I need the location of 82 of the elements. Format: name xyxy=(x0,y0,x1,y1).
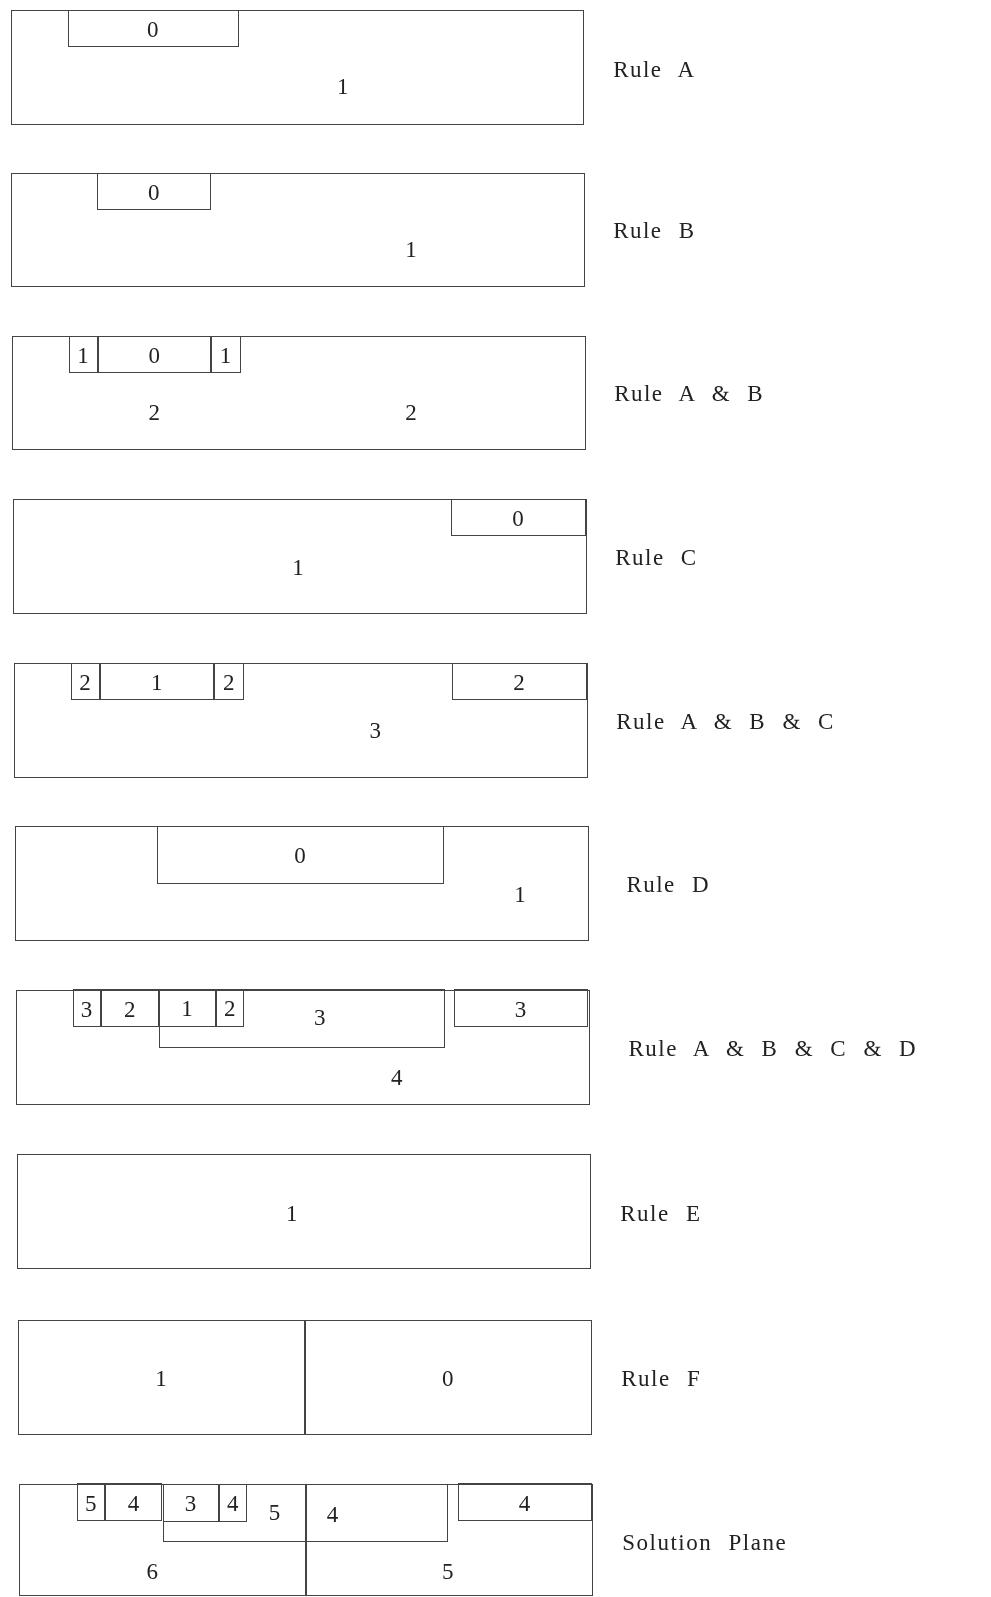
region-box xyxy=(15,826,589,942)
region-box xyxy=(18,1319,305,1436)
region-number: 1 xyxy=(77,343,89,367)
region-number: 2 xyxy=(223,996,236,1020)
region-box xyxy=(12,336,586,451)
rule-label: Rule D xyxy=(626,872,711,896)
region-box xyxy=(13,499,587,615)
region-box xyxy=(214,662,244,701)
region-box xyxy=(16,989,590,1106)
region-number: 1 xyxy=(405,237,417,261)
region-box xyxy=(100,662,215,701)
region-box xyxy=(159,989,445,1048)
region-box xyxy=(453,989,589,1028)
region-number: 2 xyxy=(513,670,525,694)
rule-label: Rule A xyxy=(613,57,696,81)
region-box xyxy=(157,825,444,884)
region-number: 1 xyxy=(514,882,526,906)
region-box xyxy=(98,335,212,374)
region-number: 3 xyxy=(514,997,527,1021)
region-box xyxy=(451,662,588,701)
region-number: 1 xyxy=(336,74,349,98)
region-box xyxy=(105,1483,163,1522)
region-box xyxy=(215,988,245,1027)
region-number: 5 xyxy=(84,1491,97,1515)
region-number: 2 xyxy=(79,670,91,694)
region-box xyxy=(11,10,584,126)
region-box xyxy=(72,989,102,1028)
region-number: 1 xyxy=(155,1366,167,1390)
region-box xyxy=(67,9,239,48)
region-box xyxy=(162,1483,449,1542)
region-box xyxy=(11,173,585,288)
rule-label: Rule F xyxy=(621,1366,702,1390)
region-box xyxy=(218,1483,248,1522)
region-number: 0 xyxy=(294,843,306,867)
region-box xyxy=(101,989,160,1028)
region-number: 6 xyxy=(146,1559,158,1583)
region-number: 2 xyxy=(148,400,161,424)
region-number: 1 xyxy=(151,670,163,694)
region-number: 3 xyxy=(314,1006,326,1029)
region-number: 4 xyxy=(226,1491,239,1515)
region-number: 1 xyxy=(286,1201,298,1224)
region-box xyxy=(19,1483,306,1596)
region-number: 1 xyxy=(292,555,304,579)
region-number: 1 xyxy=(219,343,232,367)
region-box xyxy=(68,335,99,374)
region-box xyxy=(450,498,587,537)
region-box xyxy=(97,172,212,211)
rule-label: Rule C xyxy=(615,545,698,569)
region-box xyxy=(70,662,101,701)
region-box xyxy=(17,1153,591,1270)
rule-label: Rule E xyxy=(620,1201,702,1225)
rule-label: Rule B xyxy=(613,218,696,242)
region-number: 3 xyxy=(369,718,382,742)
region-box xyxy=(162,1483,219,1522)
region-number: 3 xyxy=(184,1491,197,1515)
region-number: 5 xyxy=(268,1500,281,1524)
region-number: 2 xyxy=(405,400,417,424)
region-box xyxy=(457,1483,593,1522)
region-number: 4 xyxy=(390,1065,403,1089)
region-number: 2 xyxy=(222,670,235,694)
region-number: 4 xyxy=(127,1491,140,1515)
region-number: 4 xyxy=(326,1502,339,1526)
region-box xyxy=(211,335,241,374)
rule-label: Rule A & B xyxy=(614,381,765,405)
region-number: 2 xyxy=(124,997,136,1021)
region-number: 0 xyxy=(148,180,160,204)
region-number: 0 xyxy=(512,506,524,530)
rule-label: Solution Plane xyxy=(622,1530,788,1554)
region-number: 1 xyxy=(181,996,193,1020)
region-box xyxy=(304,1319,592,1436)
region-number: 4 xyxy=(518,1491,531,1515)
region-box xyxy=(305,1483,593,1596)
region-number: 5 xyxy=(441,1559,454,1583)
region-number: 0 xyxy=(147,17,159,41)
region-box xyxy=(158,988,216,1027)
region-number: 0 xyxy=(441,1366,454,1390)
region-box xyxy=(76,1483,106,1522)
region-number: 3 xyxy=(80,997,93,1021)
rule-label: Rule A & B & C & D xyxy=(628,1036,918,1060)
region-number: 0 xyxy=(148,343,161,367)
rule-label: Rule A & B & C xyxy=(616,709,835,733)
region-box xyxy=(14,663,588,779)
